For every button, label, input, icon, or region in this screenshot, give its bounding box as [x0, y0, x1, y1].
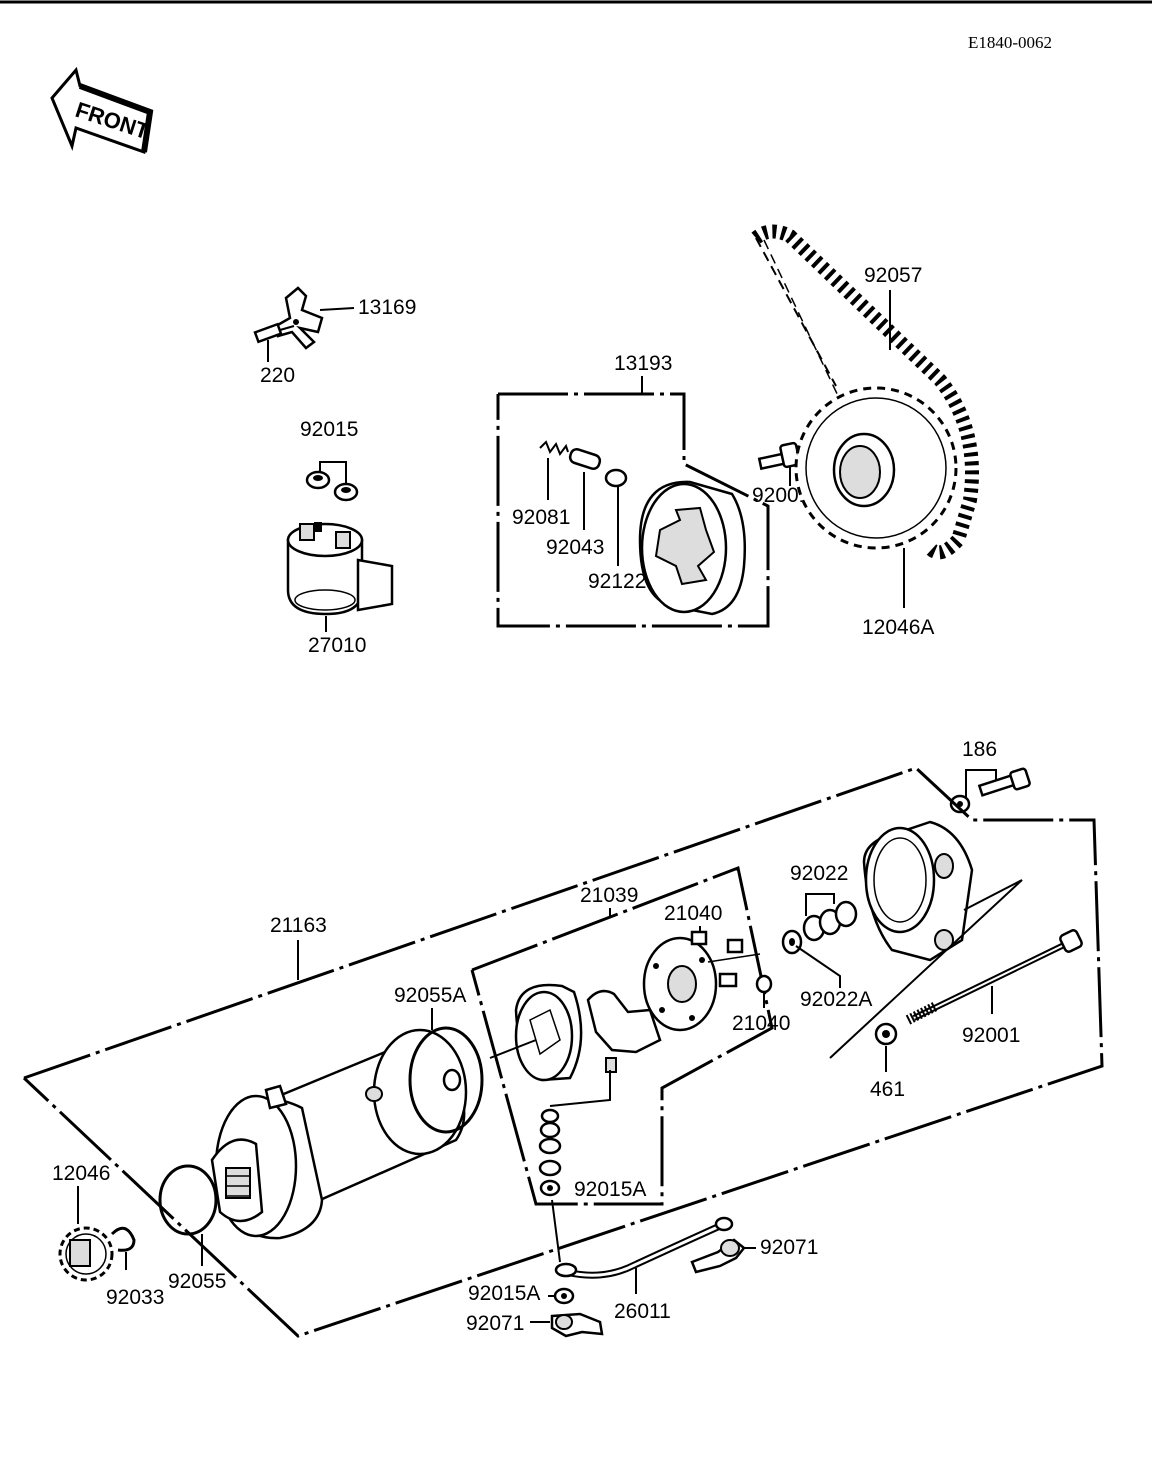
- nut-92015-a: [305, 470, 331, 490]
- label-92055A: 92055A: [394, 984, 466, 1007]
- o-ring-92055A: [408, 1026, 484, 1134]
- label-21163: 21163: [270, 914, 327, 937]
- label-92043: 92043: [546, 536, 604, 559]
- starter-cable-26011: [551, 1199, 734, 1279]
- through-bolt-92001: [905, 929, 1083, 1025]
- end-cover: [862, 820, 974, 962]
- starter-gear-12046: [58, 1226, 114, 1282]
- label-92071-lower: 92071: [466, 1312, 524, 1335]
- label-13193: 13193: [614, 352, 672, 375]
- leader-186: [965, 769, 997, 798]
- label-21040-top: 21040: [664, 902, 722, 925]
- bolt-92001A: [757, 441, 801, 471]
- spring-92081: [539, 440, 569, 457]
- label-92001: 92001: [962, 1024, 1020, 1047]
- brush-springs-92022: [802, 900, 858, 942]
- label-92057: 92057: [864, 264, 922, 287]
- starter-motor-21163: [210, 1028, 468, 1240]
- leader-92022A: [795, 945, 841, 988]
- nut-92015-b: [333, 482, 359, 502]
- label-92015A-upper: 92015A: [574, 1178, 646, 1201]
- fitting-92071-lower: [550, 1312, 604, 1338]
- label-12046A: 12046A: [862, 616, 934, 639]
- washer-stack: [538, 1108, 562, 1197]
- label-21040-bottom: 21040: [732, 1012, 790, 1035]
- label-92081: 92081: [512, 506, 570, 529]
- starter-relay-27010: [286, 522, 394, 616]
- nut-461: [874, 1022, 898, 1046]
- brush-holder-box: [470, 865, 774, 1206]
- nut-186: [949, 794, 971, 814]
- label-26011: 26011: [614, 1300, 671, 1323]
- label-92122: 92122: [588, 570, 646, 593]
- label-92015A-lower: 92015A: [468, 1282, 540, 1305]
- label-92033: 92033: [106, 1286, 164, 1309]
- label-92055: 92055: [168, 1270, 226, 1293]
- starter-clutch-box: [496, 392, 770, 628]
- label-92022: 92022: [790, 862, 848, 885]
- label-461: 461: [870, 1078, 905, 1101]
- label-13169: 13169: [358, 296, 416, 319]
- label-92015: 92015: [300, 418, 358, 441]
- chain-92057: [751, 224, 979, 560]
- leader-13169: [319, 307, 355, 311]
- label-12046: 12046: [52, 1162, 110, 1185]
- front-arrow-icon: FRONT: [50, 66, 154, 155]
- pin-92043: [568, 448, 602, 470]
- label-21039: 21039: [580, 884, 638, 907]
- o-ring-92055: [158, 1164, 218, 1236]
- fitting-92071-upper: [690, 1238, 746, 1274]
- terminal-lead: [549, 1070, 611, 1107]
- sprocket-12046A: [794, 386, 958, 550]
- reference-code: E1840-0062: [968, 33, 1052, 52]
- label-220: 220: [260, 364, 295, 387]
- circlip-92033: [110, 1226, 136, 1252]
- label-186: 186: [962, 738, 997, 761]
- brush-holder-frame: [489, 983, 662, 1082]
- nut-92015A-lower: [553, 1287, 575, 1305]
- starter-motor-box: [22, 766, 1104, 1338]
- label-92022A: 92022A: [800, 988, 872, 1011]
- label-27010: 27010: [308, 634, 366, 657]
- label-92071-upper: 92071: [760, 1236, 818, 1259]
- leader-92015: [319, 461, 347, 488]
- washer-92022A: [781, 929, 803, 955]
- roller-92122: [604, 468, 628, 488]
- brush-plate: [642, 930, 773, 1032]
- leader-92022: [805, 893, 835, 916]
- bolt-186: [977, 767, 1031, 797]
- end-cover-guide: [829, 879, 1023, 1059]
- bracket-13169: [253, 286, 324, 350]
- one-way-clutch-hub: [638, 480, 747, 616]
